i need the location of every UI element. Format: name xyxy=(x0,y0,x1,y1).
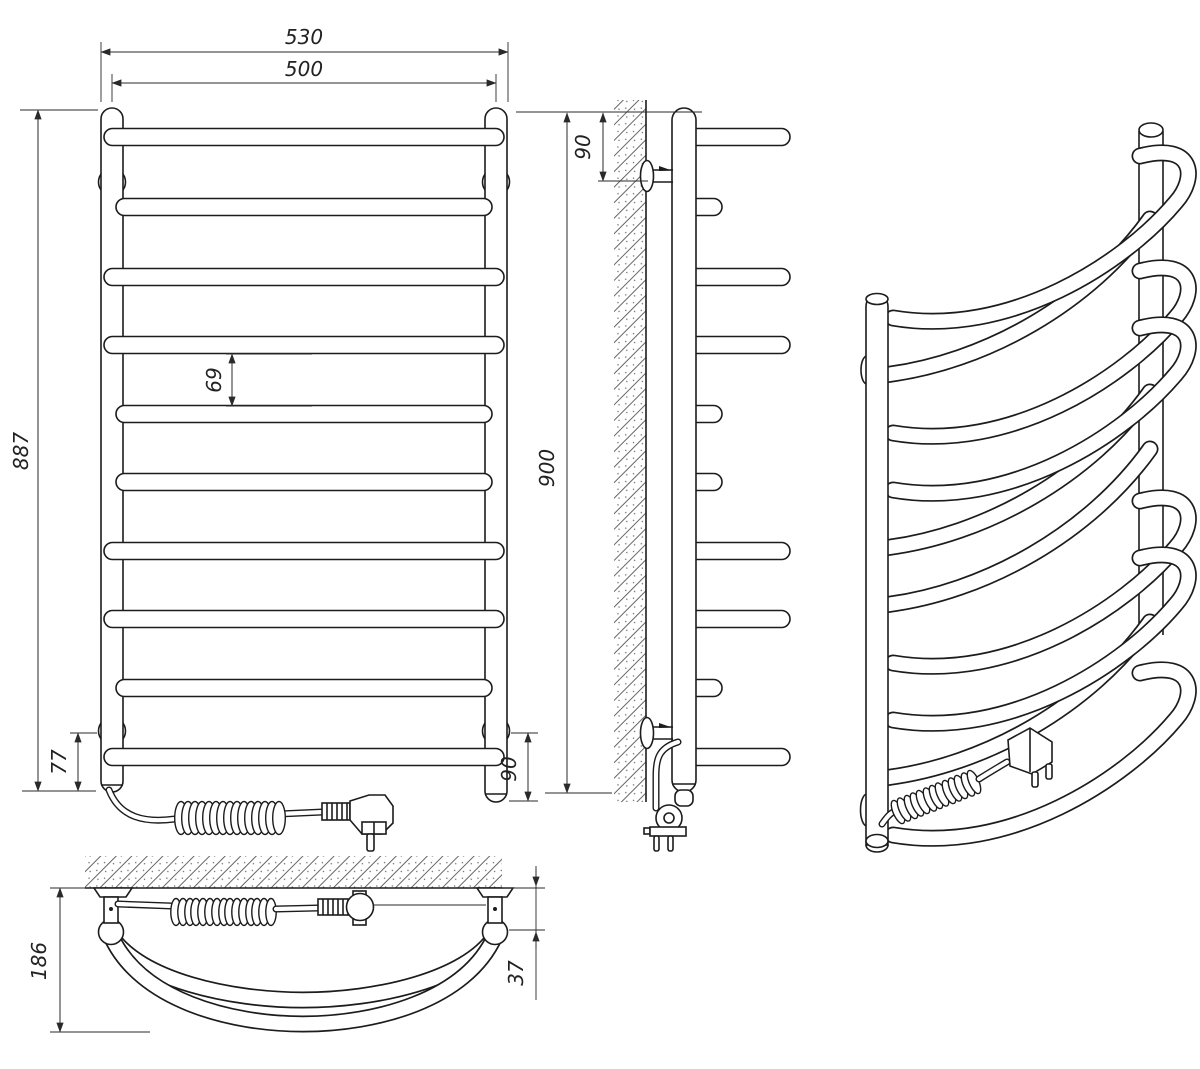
side-rungs xyxy=(679,127,791,767)
persp-power-cord xyxy=(878,727,1053,828)
front-cord-coil xyxy=(173,800,286,836)
persp-left-post xyxy=(865,292,889,853)
side-wall-section xyxy=(614,100,647,802)
dim-depth-label: 186 xyxy=(27,942,51,980)
side-bracket-bottom xyxy=(639,716,673,750)
top-dimensions: 186 37 xyxy=(27,866,545,1033)
dim-total-height-label: 887 xyxy=(9,432,33,470)
perspective-view xyxy=(859,122,1197,853)
dim-center-width-label: 500 xyxy=(285,57,323,81)
side-heater-housing xyxy=(674,789,694,807)
persp-bowed-rungs xyxy=(884,144,1197,847)
top-plug xyxy=(317,890,375,926)
dim-outer-width-label: 530 xyxy=(285,25,323,49)
side-power-cord xyxy=(643,738,687,852)
front-rungs xyxy=(103,127,505,767)
dim-bottom-right-label: 90 xyxy=(497,756,521,781)
dim-rung-gap-label: 69 xyxy=(202,367,226,392)
front-dimensions: 530 500 887 69 77 90 xyxy=(9,25,538,802)
side-tube xyxy=(671,107,697,807)
top-cord-coil xyxy=(170,897,277,927)
side-bracket-top xyxy=(639,159,673,193)
top-view: 186 37 xyxy=(27,856,545,1033)
top-rung-bows xyxy=(102,927,504,1033)
dim-mount-height-label: 900 xyxy=(535,449,559,487)
side-dimensions: 90 900 xyxy=(516,111,702,794)
top-left-bracket xyxy=(92,887,134,946)
front-view: 530 500 887 69 77 90 xyxy=(9,25,538,852)
dim-bottom-left-label: 77 xyxy=(47,749,71,775)
persp-plug xyxy=(1007,727,1053,788)
top-right-bracket xyxy=(475,887,515,946)
top-power-cord xyxy=(114,890,486,927)
side-plug xyxy=(643,804,687,852)
dim-top-bracket-label: 90 xyxy=(571,134,595,159)
front-plug xyxy=(321,794,394,852)
dim-wall-clearance-label: 37 xyxy=(504,960,528,986)
side-view: 90 900 xyxy=(516,100,791,852)
top-wall-section xyxy=(85,856,502,889)
front-power-cord xyxy=(105,786,394,852)
